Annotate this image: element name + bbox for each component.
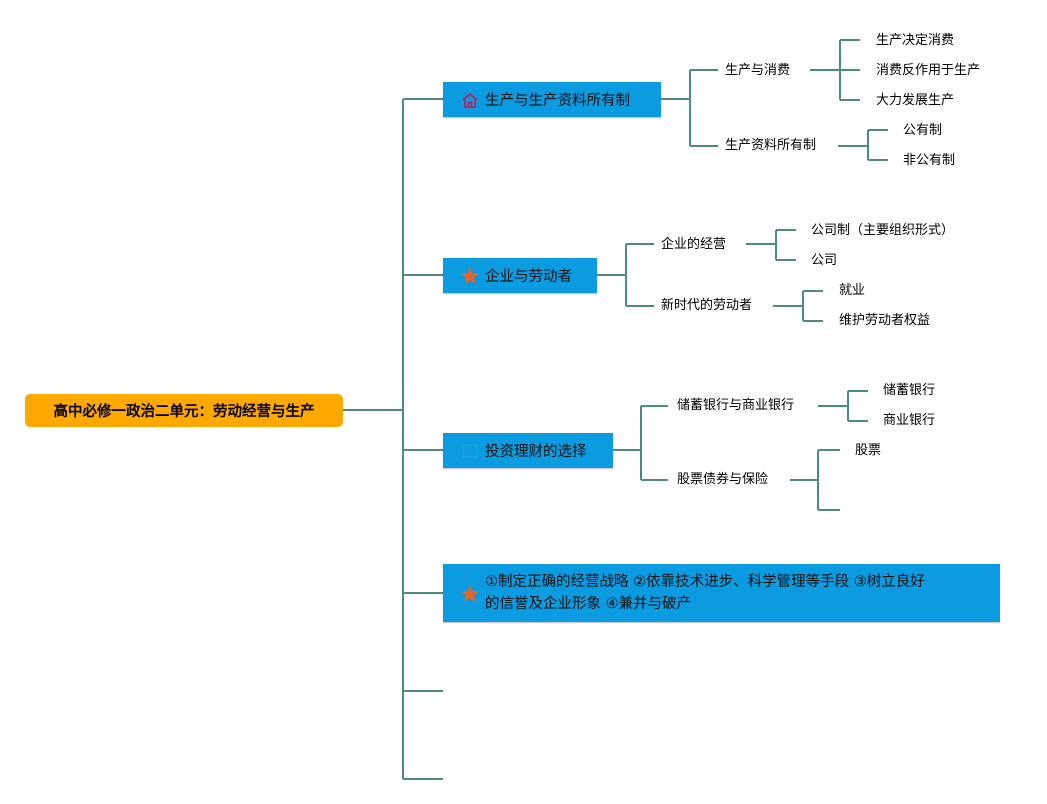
subtopic-new-era-workers[interactable]: 新时代的劳动者 [661, 298, 753, 313]
leaf-corporate-system[interactable]: 公司制（主要组织形式） [811, 223, 955, 238]
topic-production-ownership[interactable]: 生产与生产资料所有制 [443, 82, 661, 117]
topic-investment-choices[interactable]: 投资理财的选择 [443, 433, 613, 468]
leaf-company[interactable]: 公司 [811, 253, 838, 268]
topic-label: 投资理财的选择 [485, 444, 587, 460]
leaf-develop-production[interactable]: 大力发展生产 [876, 93, 955, 108]
central-topic[interactable]: 高中必修一政治二单元：劳动经营与生产 [25, 394, 343, 427]
leaf-consumption-reacts[interactable]: 消费反作用于生产 [876, 63, 981, 78]
subtopic-ownership[interactable]: 生产资料所有制 [725, 138, 817, 153]
blank-icon [459, 443, 481, 459]
leaf-public-ownership[interactable]: 公有制 [903, 123, 943, 138]
leaf-savings-bank[interactable]: 储蓄银行 [883, 383, 936, 398]
topic-enterprise-workers[interactable]: 企业与劳动者 [443, 258, 597, 293]
topic-label: 生产与生产资料所有制 [485, 93, 630, 109]
subtopic-savings-commercial-banks[interactable]: 储蓄银行与商业银行 [677, 398, 795, 413]
leaf-worker-rights[interactable]: 维护劳动者权益 [839, 313, 931, 328]
house-icon [459, 92, 481, 108]
subtopic-business-operation[interactable]: 企业的经营 [661, 237, 727, 252]
subtopic-production-consumption[interactable]: 生产与消费 [725, 63, 791, 78]
topic-label: 企业与劳动者 [485, 269, 572, 285]
topic-label-block: ①制定正确的经营战略 ②依靠技术进步、科学管理等手段 ③树立良好 的信誉及企业形… [485, 571, 925, 615]
topic-label-line1: ①制定正确的经营战略 ②依靠技术进步、科学管理等手段 ③树立良好 [485, 574, 925, 590]
topic-business-strategy[interactable]: ①制定正确的经营战略 ②依靠技术进步、科学管理等手段 ③树立良好 的信誉及企业形… [443, 564, 1000, 622]
leaf-commercial-bank[interactable]: 商业银行 [883, 413, 936, 428]
star-icon [459, 266, 481, 285]
leaf-production-determines-consumption[interactable]: 生产决定消费 [876, 33, 955, 48]
subtopic-stocks-bonds-insurance[interactable]: 股票债券与保险 [677, 472, 769, 487]
leaf-stocks[interactable]: 股票 [855, 443, 882, 458]
central-topic-label: 高中必修一政治二单元：劳动经营与生产 [53, 404, 315, 420]
star-icon [459, 584, 481, 603]
topic-label-line2: 的信誉及企业形象 ④兼并与破产 [485, 596, 692, 612]
leaf-employment[interactable]: 就业 [839, 283, 866, 298]
leaf-non-public-ownership[interactable]: 非公有制 [903, 153, 956, 168]
